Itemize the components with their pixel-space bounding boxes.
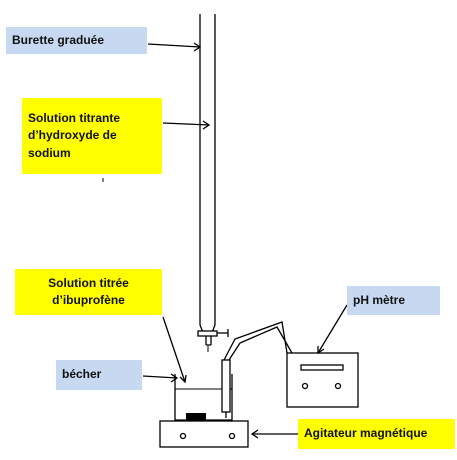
burette [197,14,229,352]
agitateur-label-text: Agitateur magnétique [304,426,428,441]
magnetic-stirrer [159,420,249,448]
stir-bar [186,413,206,420]
titree-label: Solution titrée d’ibuprofène [15,269,162,315]
becher-label: bécher [56,360,142,390]
burette-label-text: Burette graduée [12,32,105,47]
phmetre-arrow [317,304,348,355]
agitateur-arrow [250,429,298,439]
titrant-arrow [162,120,211,130]
electrode-cable [223,321,293,361]
becher-label-text: bécher [62,367,102,382]
phmetre-label-text: pH mètre [353,292,406,307]
burette-label: Burette graduée [6,27,147,54]
ph-electrode [221,359,231,418]
phmetre-label: pH mètre [347,286,440,315]
agitateur-label: Agitateur magnétique [298,419,455,449]
titrant-label-text: Solution titrante d’hydroxyde de sodium [28,110,120,160]
titree-arrow [162,316,187,384]
titree-label-text: Solution titrée d’ibuprofène [48,275,129,307]
ph-meter-device [286,352,359,408]
becher-arrow [142,373,179,383]
burette-arrow [147,42,202,52]
titrant-label: Solution titrante d’hydroxyde de sodium [22,98,162,174]
